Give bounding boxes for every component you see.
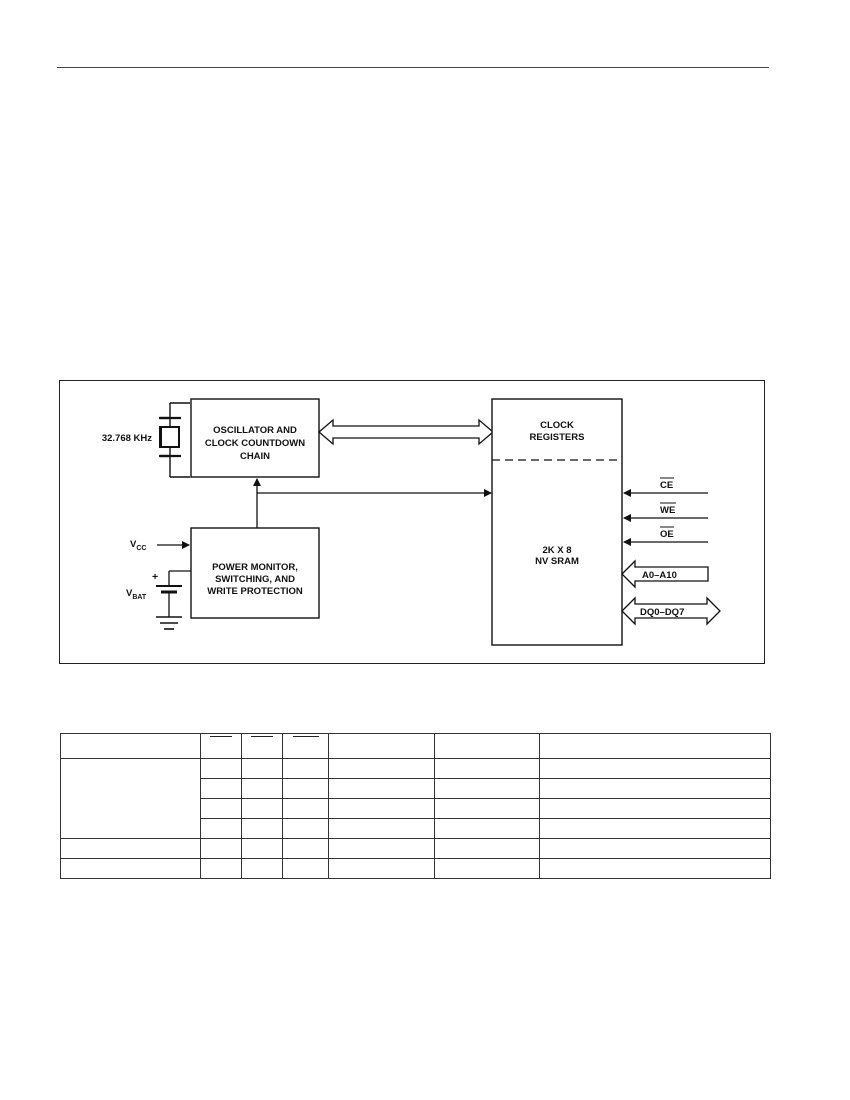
table-cell (282, 858, 329, 879)
memory-block (491, 398, 623, 646)
sram-line-2: NV SRAM (535, 556, 579, 567)
header-cell-notes (539, 733, 771, 759)
we-overbar (251, 735, 273, 737)
table-cell (241, 818, 283, 839)
header-cell-dq (328, 733, 435, 759)
header-cell-oe (282, 733, 329, 759)
truth-table-header-row (60, 733, 771, 759)
header-cell-mode (60, 733, 201, 759)
data-pin-label: DQ0–DQ7 (640, 607, 684, 618)
table-cell-mode-group (60, 758, 201, 839)
table-cell (328, 798, 435, 819)
table-cell (539, 778, 771, 799)
oe-pin-label: OE (660, 529, 674, 540)
power-monitor-line-2: SWITCHING, AND (215, 574, 295, 585)
oe-overbar (292, 735, 319, 737)
table-cell (328, 818, 435, 839)
table-row (61, 778, 771, 799)
clock-registers-line-2: REGISTERS (530, 432, 585, 443)
table-cell (241, 858, 283, 879)
oscillator-block (190, 398, 320, 478)
header-cell-ce (200, 733, 242, 759)
oscillator-line-2: CLOCK COUNTDOWN (205, 438, 305, 449)
table-row (60, 758, 771, 839)
table-cell (539, 798, 771, 819)
table-cell (434, 858, 540, 879)
header-cell-power (434, 733, 540, 759)
sram-line-1: 2K X 8 (542, 545, 571, 556)
crystal-frequency-label: 32.768 KHz (102, 433, 152, 444)
vcc-label: VCC (130, 539, 146, 552)
table-cell (241, 798, 283, 819)
table-cell (200, 858, 242, 879)
power-monitor-block (190, 527, 320, 619)
table-cell (282, 758, 329, 779)
power-monitor-line-1: POWER MONITOR, (212, 562, 298, 573)
oscillator-line-3: CHAIN (240, 451, 270, 462)
table-cell (282, 778, 329, 799)
power-monitor-line-3: WRITE PROTECTION (207, 586, 303, 597)
table-cell (282, 838, 329, 859)
table-cell (200, 778, 242, 799)
battery-plus-label: + (152, 571, 158, 583)
table-cell (241, 778, 283, 799)
table-cell (328, 758, 435, 779)
table-row (60, 838, 771, 859)
address-bus-arrow (621, 559, 709, 589)
table-cell (241, 838, 283, 859)
table-cell (200, 798, 242, 819)
table-cell (200, 818, 242, 839)
ce-overbar (210, 735, 232, 737)
table-cell (434, 838, 540, 859)
table-cell (60, 838, 201, 859)
table-cell (539, 758, 771, 779)
truth-table (60, 733, 771, 879)
table-cell (539, 858, 771, 879)
clock-registers-line-1: CLOCK (540, 420, 574, 431)
table-cell (241, 758, 283, 779)
battery-icon (156, 570, 191, 630)
table-cell (434, 778, 540, 799)
address-pin-label: A0–A10 (642, 570, 677, 581)
table-cell (282, 798, 329, 819)
register-bus-arrow (318, 418, 494, 446)
oscillator-line-1: OSCILLATOR AND (213, 425, 297, 436)
header-rule (57, 67, 769, 68)
we-pin-label: WE (660, 505, 675, 516)
table-row (60, 858, 771, 879)
table-cell (434, 818, 540, 839)
table-cell (539, 838, 771, 859)
table-cell (200, 758, 242, 779)
vbat-label: VBAT (126, 588, 147, 601)
table-cell (200, 838, 242, 859)
block-diagram-svg: 32.768 KHz OSCILLATOR AND CLOCK COUNTDOW… (102, 398, 721, 646)
table-cell (60, 858, 201, 879)
data-bus-arrow (621, 596, 721, 626)
table-row (61, 798, 771, 819)
header-cell-we (241, 733, 283, 759)
table-cell (328, 838, 435, 859)
ce-pin-label: CE (660, 480, 673, 491)
table-cell (282, 818, 329, 839)
table-cell (434, 758, 540, 779)
block-diagram: 32.768 KHz OSCILLATOR AND CLOCK COUNTDOW… (59, 380, 765, 664)
table-cell (434, 798, 540, 819)
table-cell (539, 818, 771, 839)
table-cell (328, 858, 435, 879)
table-cell (328, 778, 435, 799)
